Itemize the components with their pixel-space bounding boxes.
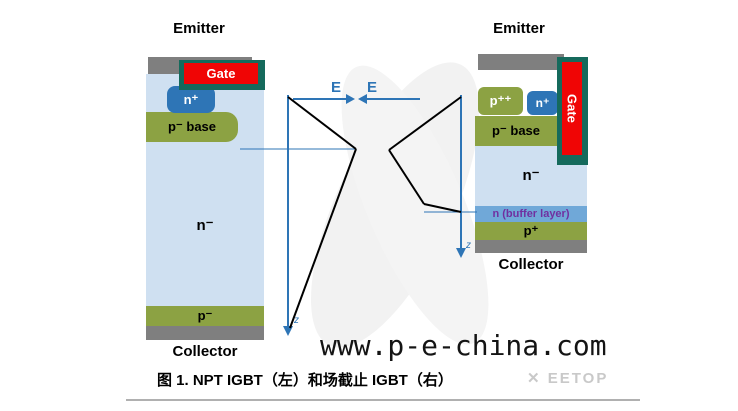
npt-collector-metal [146, 326, 264, 340]
fs-collector-label: Collector [498, 256, 564, 273]
npt-emitter-label: Emitter [173, 20, 225, 37]
npt-gate-label: Gate [184, 63, 258, 84]
bottom-divider [126, 399, 640, 401]
npt-p-base-region: p⁻ base [146, 112, 238, 142]
e-field-label-left: E [331, 79, 342, 96]
eetop-logo-icon: ✕ [527, 370, 542, 387]
fs-gate-electrode: Gate [557, 57, 588, 165]
npt-gate-electrode: Gate [179, 60, 265, 90]
npt-p-collector-region: p⁻ [146, 306, 264, 326]
fs-n-drift-label: n⁻ [522, 167, 540, 184]
fs-p-base-region: p⁻ base [475, 116, 557, 146]
z-axis-label-left: z [294, 315, 299, 326]
z-axis-label-right: z [466, 240, 471, 251]
fs-p-plus-plus-region: p⁺⁺ [478, 87, 523, 115]
fs-buffer-label: n (buffer layer) [492, 208, 570, 220]
eetop-logo: ✕ EETOP [527, 369, 608, 387]
npt-collector-label: Collector [172, 343, 238, 360]
figure-caption: 图 1. NPT IGBT（左）和场截止 IGBT（右） [157, 372, 453, 389]
fs-gate-label: Gate [562, 62, 582, 155]
e-field-label-right: E [367, 79, 378, 96]
fs-n-plus-region: n⁺ [527, 91, 558, 115]
fs-buffer-region: n (buffer layer) [475, 206, 587, 222]
site-watermark-text: www.p-e-china.com [320, 329, 607, 362]
fs-p-collector-region: p⁺ [475, 222, 587, 240]
fs-emitter-label: Emitter [493, 20, 545, 37]
eetop-logo-text: EETOP [547, 370, 609, 387]
npt-n-plus-region: n⁺ [167, 86, 215, 113]
fs-collector-metal [475, 240, 587, 253]
npt-n-drift-label: n⁻ [196, 217, 214, 234]
fs-emitter-metal [478, 54, 564, 70]
